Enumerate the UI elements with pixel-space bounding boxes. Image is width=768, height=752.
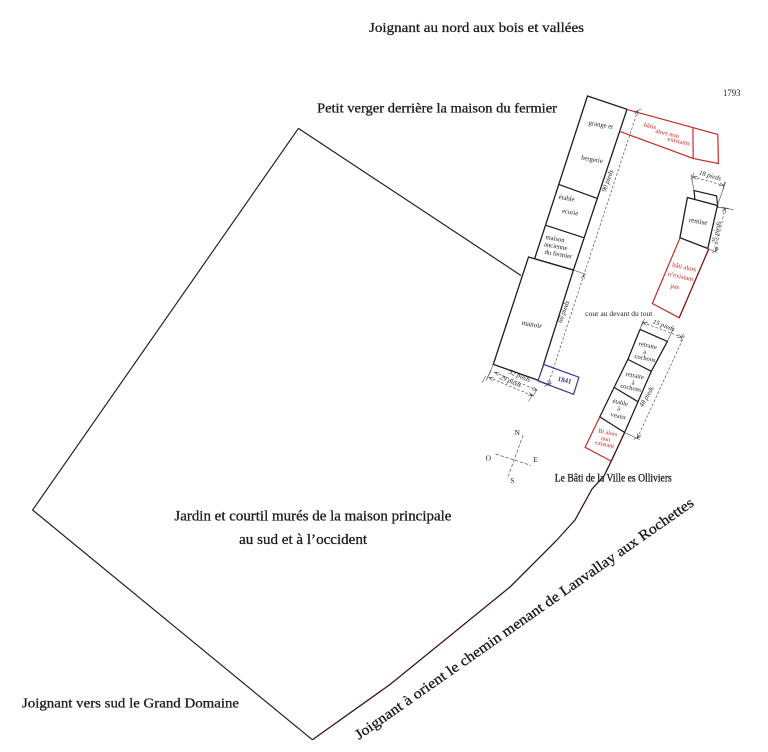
svg-text:à: à	[631, 379, 635, 386]
svg-text:bâtis: bâtis	[643, 122, 657, 132]
svg-text:Joignant au nord aux bois et v: Joignant au nord aux bois et vallées	[369, 21, 584, 36]
svg-text:N: N	[514, 428, 520, 437]
svg-text:maison: maison	[545, 234, 566, 244]
svg-text:S: S	[510, 476, 514, 485]
svg-text:étable: étable	[558, 194, 575, 204]
svg-text:étable: étable	[612, 398, 629, 408]
svg-text:veaux: veaux	[610, 411, 627, 421]
svg-text:retraite: retraite	[625, 371, 645, 382]
svg-text:O: O	[486, 454, 492, 463]
svg-text:ancienne: ancienne	[543, 241, 568, 252]
svg-text:cochons: cochons	[634, 353, 657, 364]
svg-text:Le Bâti de la Ville es Ollivie: Le Bâti de la Ville es Olliviers	[555, 472, 672, 484]
svg-text:non: non	[600, 435, 611, 444]
svg-text:manoir: manoir	[521, 319, 543, 331]
svg-text:du fermier: du fermier	[544, 249, 574, 261]
svg-text:cochons: cochons	[620, 383, 643, 394]
svg-text:remise: remise	[688, 216, 708, 227]
svg-text:pas: pas	[670, 283, 680, 292]
svg-text:Jardin et courtil murés de la: Jardin et courtil murés de la maison pri…	[174, 509, 451, 525]
svg-text:cour au devant du tout: cour au devant du tout	[585, 310, 652, 318]
svg-text:Bt alors: Bt alors	[598, 427, 619, 438]
svg-text:bergerie: bergerie	[581, 154, 604, 165]
svg-text:1793: 1793	[723, 89, 741, 99]
svg-text:au sud et à l’occident: au sud et à l’occident	[239, 532, 367, 548]
svg-text:Joignant vers sud le Grand Dom: Joignant vers sud le Grand Domaine	[22, 697, 239, 712]
svg-text:grange et: grange et	[588, 120, 614, 131]
svg-text:à: à	[616, 405, 620, 412]
svg-text:E: E	[533, 455, 538, 464]
svg-text:retraite: retraite	[638, 340, 658, 351]
svg-text:ecurie: ecurie	[562, 208, 579, 218]
svg-text:1841: 1841	[557, 375, 573, 386]
svg-text:à: à	[642, 349, 646, 356]
svg-text:existant: existant	[594, 439, 615, 450]
svg-text:Petit verger derrière la maiso: Petit verger derrière la maison du fermi…	[317, 102, 557, 117]
